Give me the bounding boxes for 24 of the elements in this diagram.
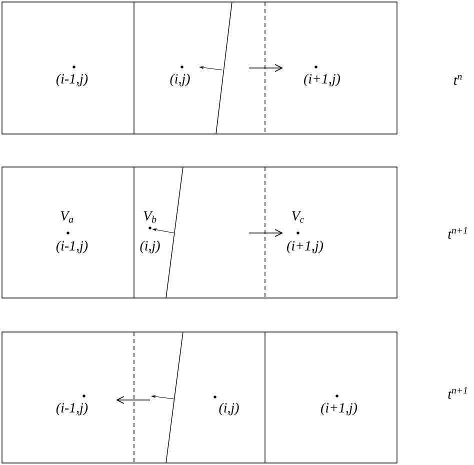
time-label: t$^{n+1}$ bbox=[448, 387, 467, 399]
node-label: V$_{b}$ bbox=[144, 211, 156, 223]
node-label: (i+1,j) bbox=[287, 240, 324, 254]
node-label: (i,j) bbox=[170, 74, 190, 86]
node-label: (i-1,j) bbox=[56, 402, 88, 416]
node-label: (i,j) bbox=[219, 402, 239, 416]
mesh-cell: V$_{c}$ (i+1,j) bbox=[287, 211, 324, 254]
mesh-cell: V$_{b}$ (i,j) bbox=[140, 211, 160, 254]
mesh-cell: (i,j) bbox=[214, 396, 239, 416]
mesh-cell: V$_{a}$ (i-1,j) bbox=[56, 211, 88, 254]
node-label: V$_{a}$ bbox=[60, 211, 74, 223]
mesh-cell: (i-1,j) bbox=[56, 66, 88, 86]
node-label: (i-1,j) bbox=[56, 240, 88, 254]
mesh-cell: (i-1,j) bbox=[56, 394, 88, 416]
node-label: (i,j) bbox=[140, 240, 160, 254]
node-label: V$_{c}$ bbox=[292, 211, 304, 223]
node-label: (i+1,j) bbox=[321, 402, 358, 416]
mesh-cell: (i+1,j) bbox=[304, 66, 340, 86]
mesh-cell: (i+1,j) bbox=[321, 394, 358, 416]
mesh-cell: (i,j) bbox=[170, 66, 190, 86]
node-label: (i-1,j) bbox=[56, 74, 88, 86]
time-label: t$^{n+1}$ bbox=[448, 227, 467, 239]
time-label: t$^{n}$ bbox=[454, 75, 462, 85]
node-label: (i+1,j) bbox=[304, 74, 340, 86]
